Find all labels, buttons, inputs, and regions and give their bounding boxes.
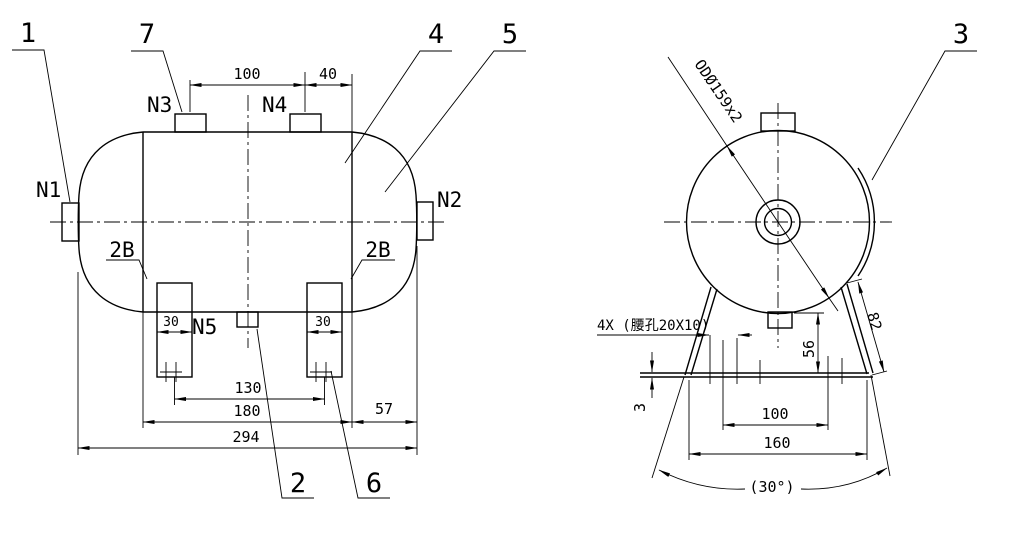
side-view: ODØ159x2 3 56 3 82 4X (腰孔20X10 bbox=[597, 19, 977, 496]
dim-saddle-center-spacing: 130 bbox=[234, 379, 261, 397]
nozzle-label-n1: N1 bbox=[36, 178, 61, 202]
balloon-6: 6 bbox=[366, 468, 382, 499]
nozzle-n4-stub bbox=[289, 113, 322, 133]
dim-base-width: 160 bbox=[763, 434, 790, 452]
dim-56-lines bbox=[794, 312, 824, 374]
dim-head-to-tangent: 57 bbox=[375, 400, 393, 418]
weld-seam-label-right: 2B bbox=[365, 238, 390, 262]
dim-nozzle-to-base: 56 bbox=[800, 340, 818, 358]
nozzle-label-n4: N4 bbox=[262, 93, 287, 117]
balloon-5: 5 bbox=[502, 19, 518, 50]
nozzle-n5-stub bbox=[236, 311, 259, 328]
extension-lines bbox=[77, 72, 418, 455]
dim-tangent-length: 180 bbox=[233, 402, 260, 420]
dim-angle-lines bbox=[651, 374, 891, 490]
centerlines bbox=[50, 95, 448, 348]
nozzle-label-n3: N3 bbox=[147, 93, 172, 117]
dim-saddle-width-right: 30 bbox=[315, 315, 331, 330]
dim-nozzle-to-tangent: 40 bbox=[319, 65, 337, 83]
balloon-leaders bbox=[12, 49, 526, 499]
nozzle-n2-stub bbox=[416, 201, 434, 241]
dim-slot-spacing: 100 bbox=[761, 405, 788, 423]
dim-leg-length: 82 bbox=[863, 310, 885, 332]
dim-100-160-lines bbox=[688, 380, 868, 460]
balloon-1: 1 bbox=[20, 18, 36, 49]
nozzle-label-n5: N5 bbox=[192, 315, 217, 339]
dim-base-plate-thickness: 3 bbox=[631, 403, 649, 412]
dim-overall-length: 294 bbox=[232, 428, 259, 446]
nozzle-label-n2: N2 bbox=[437, 188, 462, 212]
dim-nozzle-spacing: 100 bbox=[233, 65, 260, 83]
dimension-lines bbox=[77, 83, 418, 450]
balloon-3-leader bbox=[871, 50, 977, 181]
balloon-4: 4 bbox=[428, 19, 444, 50]
side-centerlines bbox=[664, 103, 892, 348]
front-view: 1 7 4 5 2 6 N1 N2 N3 N4 N5 2B 2B 100 40 … bbox=[12, 18, 526, 499]
balloon-2: 2 bbox=[290, 468, 306, 499]
bottom-nozzle-stub bbox=[767, 311, 793, 329]
dim-leg-angle: (30°) bbox=[749, 478, 794, 496]
weld-seam-label-left: 2B bbox=[109, 238, 134, 262]
saddle-legs bbox=[684, 283, 874, 376]
base-plate bbox=[640, 335, 873, 430]
dim-82-lines bbox=[846, 278, 888, 376]
dim-saddle-width-left: 30 bbox=[163, 315, 179, 330]
shell-spec-label: ODØ159x2 bbox=[691, 56, 746, 126]
slot-hole-note: 4X (腰孔20X10) bbox=[597, 318, 709, 334]
balloon-3: 3 bbox=[953, 19, 969, 50]
shell-spec-leader bbox=[667, 56, 839, 312]
balloon-7: 7 bbox=[139, 19, 155, 50]
nozzle-n3-stub bbox=[174, 113, 207, 133]
saddle-supports bbox=[156, 282, 343, 382]
